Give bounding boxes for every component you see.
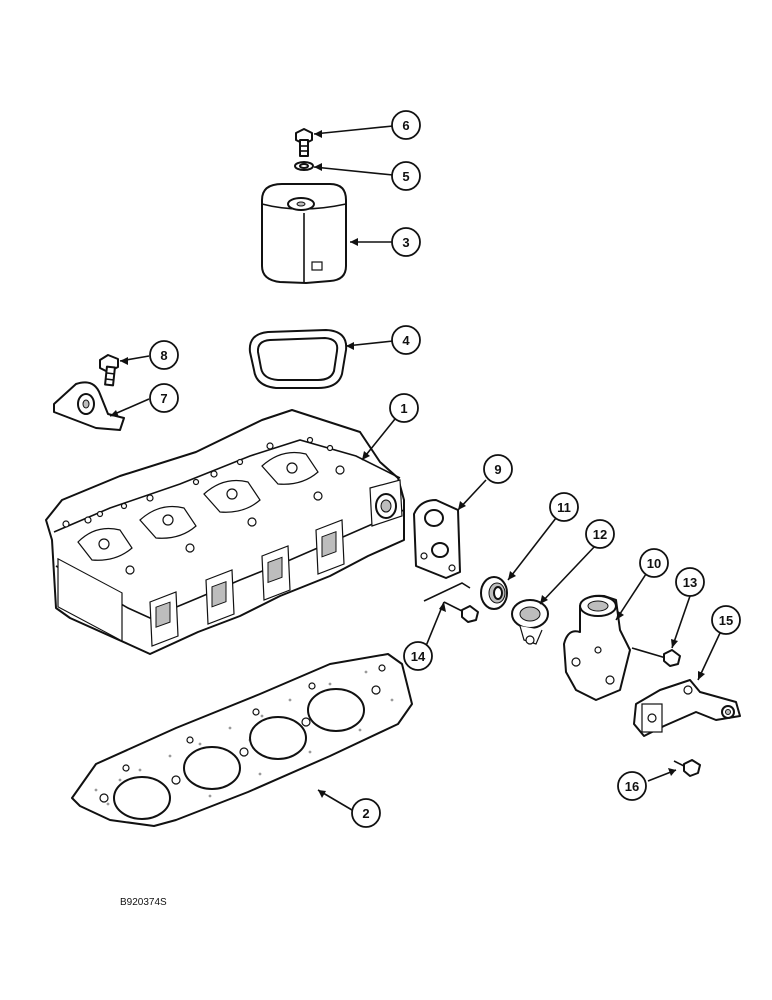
callout-4: 4 (391, 325, 421, 355)
callout-13: 13 (675, 567, 705, 597)
callout-9: 9 (483, 454, 513, 484)
callout-label: 14 (411, 649, 426, 664)
callout-5: 5 (391, 161, 421, 191)
part-9-gasket (413, 499, 461, 579)
callout-label: 11 (557, 500, 571, 515)
callout-label: 8 (160, 348, 167, 363)
part-2-head-gasket (71, 653, 413, 827)
callout-label: 4 (402, 333, 410, 348)
callout-label: 15 (719, 613, 733, 628)
part-11-seal (480, 576, 508, 610)
callout-8: 8 (149, 340, 179, 370)
part-8-bolt (99, 354, 119, 387)
part-10-thermostat-housing (563, 594, 631, 701)
callout-10: 10 (639, 548, 669, 578)
document-code: B920374S (120, 897, 167, 908)
callout-15: 15 (711, 605, 741, 635)
callout-label: 9 (494, 462, 501, 477)
part-5-washer (294, 161, 314, 171)
part-6-bolt (295, 128, 313, 157)
callout-label: 7 (160, 391, 167, 406)
callout-12: 12 (585, 519, 615, 549)
callout-14: 14 (403, 641, 433, 671)
callout-3: 3 (391, 227, 421, 257)
part-1-cylinder-head (45, 409, 405, 655)
callout-11: 11 (549, 492, 579, 522)
callout-6: 6 (391, 110, 421, 140)
callout-label: 13 (683, 575, 697, 590)
part-12-thermostat (511, 599, 549, 645)
part-15-bracket (633, 679, 741, 737)
callout-label: 5 (402, 169, 409, 184)
part-14-bolt (443, 601, 479, 623)
callout-label: 1 (400, 401, 407, 416)
callout-16: 16 (617, 771, 647, 801)
part-13-bolt (631, 647, 681, 667)
leader-lines (109, 125, 721, 811)
callout-label: 3 (402, 235, 409, 250)
callout-label: 10 (647, 556, 661, 571)
callout-label: 2 (362, 806, 369, 821)
part-4-gasket (248, 329, 348, 389)
callout-label: 12 (593, 527, 607, 542)
callout-7: 7 (149, 383, 179, 413)
callout-1: 1 (389, 393, 419, 423)
part-16-bolt (673, 759, 701, 777)
part-3-cover (261, 183, 347, 284)
part-7-bracket (53, 381, 125, 431)
callout-2: 2 (351, 798, 381, 828)
callout-label: 6 (402, 118, 409, 133)
callout-label: 16 (625, 779, 639, 794)
